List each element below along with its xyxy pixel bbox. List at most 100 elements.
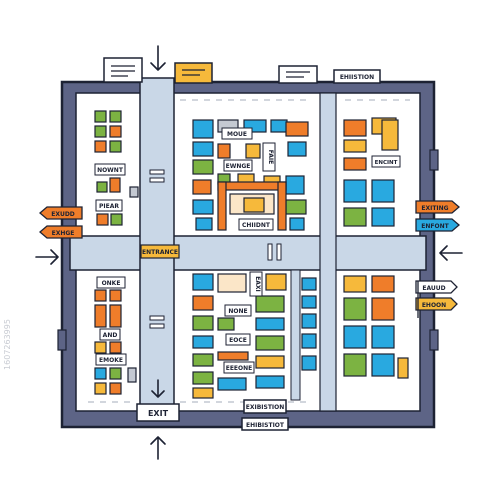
booth[interactable]: [371, 297, 395, 321]
booth-label-onke: ONKE: [96, 276, 126, 289]
booth[interactable]: [343, 119, 367, 137]
exit-sign[interactable]: EXIT: [136, 403, 180, 422]
booth[interactable]: [371, 179, 395, 203]
booth[interactable]: [195, 217, 213, 231]
svg-text:EAXI: EAXI: [254, 276, 261, 292]
booth[interactable]: [109, 289, 122, 302]
booth[interactable]: [255, 335, 285, 351]
booth[interactable]: [371, 275, 395, 293]
svg-text:EOCE: EOCE: [229, 337, 247, 344]
booth[interactable]: [109, 125, 122, 138]
booth[interactable]: [255, 375, 285, 389]
booth[interactable]: [287, 141, 307, 157]
svg-text:CHIIDNT: CHIIDNT: [242, 222, 271, 229]
arrow-icon-top: [150, 45, 166, 71]
booth[interactable]: [381, 119, 399, 151]
top-sign-exhibition: EHIISTION: [333, 69, 381, 84]
booth[interactable]: [285, 175, 305, 195]
booth[interactable]: [277, 181, 287, 231]
booth[interactable]: [343, 179, 367, 203]
booth[interactable]: [217, 351, 249, 361]
booth[interactable]: [109, 140, 122, 153]
booth[interactable]: [192, 141, 214, 157]
svg-text:MOUE: MOUE: [227, 131, 247, 138]
booth[interactable]: [217, 317, 235, 331]
booth[interactable]: [301, 355, 317, 371]
booth[interactable]: [96, 213, 109, 226]
booth[interactable]: [109, 304, 122, 328]
arrow-icon-bottom: [150, 436, 166, 460]
booth[interactable]: [301, 277, 317, 291]
booth[interactable]: [109, 367, 122, 380]
booth[interactable]: [343, 157, 367, 171]
booth[interactable]: [94, 140, 107, 153]
booth[interactable]: [270, 119, 288, 133]
booth[interactable]: [192, 199, 214, 215]
booth[interactable]: [109, 177, 121, 193]
booth[interactable]: [285, 121, 309, 137]
booth[interactable]: [245, 143, 261, 159]
booth[interactable]: [109, 110, 122, 123]
booth[interactable]: [192, 371, 214, 385]
booth[interactable]: [301, 333, 317, 349]
booth[interactable]: [192, 179, 212, 195]
booth[interactable]: [343, 207, 367, 227]
booth-label-eoce: EOCE: [225, 333, 251, 346]
top-sign-3: [278, 65, 318, 84]
booth[interactable]: [192, 159, 214, 175]
booth[interactable]: [343, 297, 367, 321]
booth[interactable]: [343, 325, 367, 349]
booth-label-eeeone: EEEONE: [223, 361, 255, 374]
booth-label-chiidnt: CHIIDNT: [238, 218, 274, 231]
booth[interactable]: [217, 181, 287, 191]
booth[interactable]: [217, 143, 231, 159]
booth[interactable]: [243, 197, 265, 213]
booth[interactable]: [343, 275, 367, 293]
booth[interactable]: [285, 199, 307, 215]
booth[interactable]: [343, 139, 367, 153]
booth[interactable]: [94, 304, 107, 328]
booth[interactable]: [94, 110, 107, 123]
booth[interactable]: [265, 273, 287, 291]
booth[interactable]: [192, 295, 214, 311]
booth[interactable]: [192, 353, 214, 367]
booth[interactable]: [371, 353, 395, 377]
booth[interactable]: [371, 325, 395, 349]
booth[interactable]: [217, 377, 247, 391]
booth[interactable]: [94, 125, 107, 138]
booth[interactable]: [192, 315, 214, 331]
booth[interactable]: [127, 367, 137, 383]
booth[interactable]: [110, 213, 123, 226]
booth[interactable]: [301, 313, 317, 329]
booth[interactable]: [255, 295, 285, 313]
booth[interactable]: [217, 273, 247, 293]
booth[interactable]: [94, 341, 107, 354]
svg-text:EAUUD: EAUUD: [422, 285, 445, 292]
booth[interactable]: [371, 207, 395, 227]
booth[interactable]: [94, 289, 107, 302]
booth[interactable]: [217, 181, 227, 231]
right-vertical-aisle: [319, 92, 337, 412]
booth[interactable]: [94, 367, 107, 380]
svg-text:NONE: NONE: [228, 308, 247, 315]
booth[interactable]: [94, 382, 107, 395]
booth[interactable]: [192, 387, 214, 399]
booth[interactable]: [96, 181, 108, 193]
booth[interactable]: [301, 295, 317, 309]
svg-text:FAIE: FAIE: [267, 150, 274, 164]
booth[interactable]: [343, 353, 367, 377]
booth[interactable]: [192, 273, 214, 291]
booth[interactable]: [109, 382, 122, 395]
booth[interactable]: [397, 357, 409, 379]
arrow-icon: [35, 45, 463, 460]
booth-label-faie: FAIE: [262, 142, 276, 172]
booth[interactable]: [192, 119, 214, 139]
booth[interactable]: [129, 186, 139, 198]
booth[interactable]: [192, 335, 214, 349]
booth[interactable]: [289, 217, 305, 231]
booths: [94, 110, 409, 399]
entrance-sign[interactable]: ENTRANCE: [140, 244, 180, 259]
booth[interactable]: [255, 317, 285, 331]
booth[interactable]: [255, 355, 285, 369]
booth[interactable]: [109, 341, 122, 354]
